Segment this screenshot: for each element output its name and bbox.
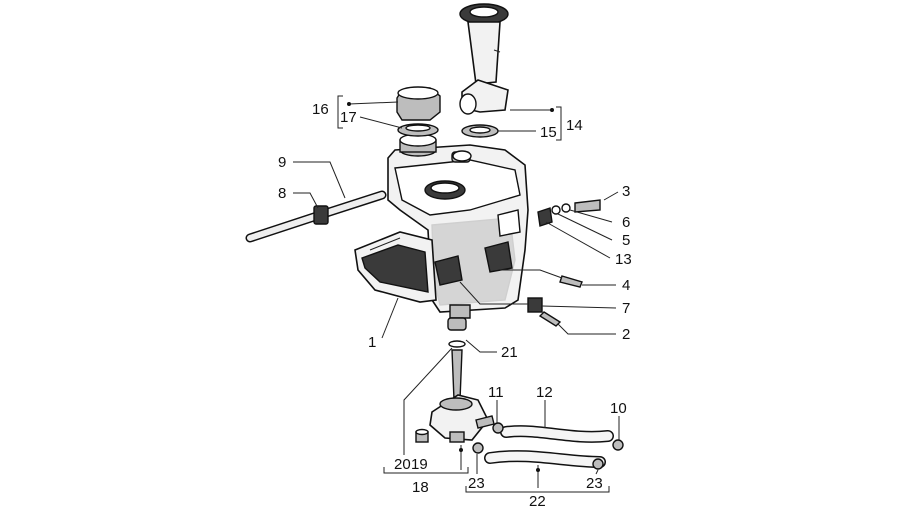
callout-21: 21 [501, 344, 518, 361]
callout-4: 4 [622, 277, 630, 294]
breather-hose [245, 190, 387, 243]
fuel-hoses [472, 422, 624, 470]
callout-7: 7 [622, 300, 630, 317]
callout-18: 18 [412, 479, 429, 496]
callout-11: 11 [488, 384, 504, 401]
callout-15: 15 [540, 124, 557, 141]
callout-10: 10 [610, 400, 627, 417]
tank-cap [396, 86, 441, 137]
callout-9: 9 [278, 154, 286, 171]
filler-pipe [459, 3, 509, 138]
fuel-tap [415, 317, 495, 443]
callout-1: 1 [368, 334, 376, 351]
callout-23-left: 23 [468, 475, 485, 492]
callout-8: 8 [278, 185, 286, 202]
callout-5: 5 [622, 232, 630, 249]
callout-labels: 1 2 3 4 5 6 7 8 9 10 11 12 13 14 15 16 1… [278, 101, 632, 510]
callout-12: 12 [536, 384, 553, 401]
callout-19: 19 [411, 456, 428, 473]
callout-2: 2 [622, 326, 630, 343]
callout-23-right: 23 [586, 475, 603, 492]
callout-22: 22 [529, 493, 546, 509]
callout-13: 13 [615, 251, 632, 268]
fuel-tank [354, 133, 529, 319]
callout-6: 6 [622, 214, 630, 231]
leader-lines [293, 95, 620, 493]
mounting-hardware-right [527, 199, 601, 327]
callout-16: 16 [312, 101, 329, 118]
callout-17: 17 [340, 109, 357, 126]
callout-14: 14 [566, 117, 583, 134]
callout-20: 20 [394, 456, 411, 473]
callout-3: 3 [622, 183, 630, 200]
